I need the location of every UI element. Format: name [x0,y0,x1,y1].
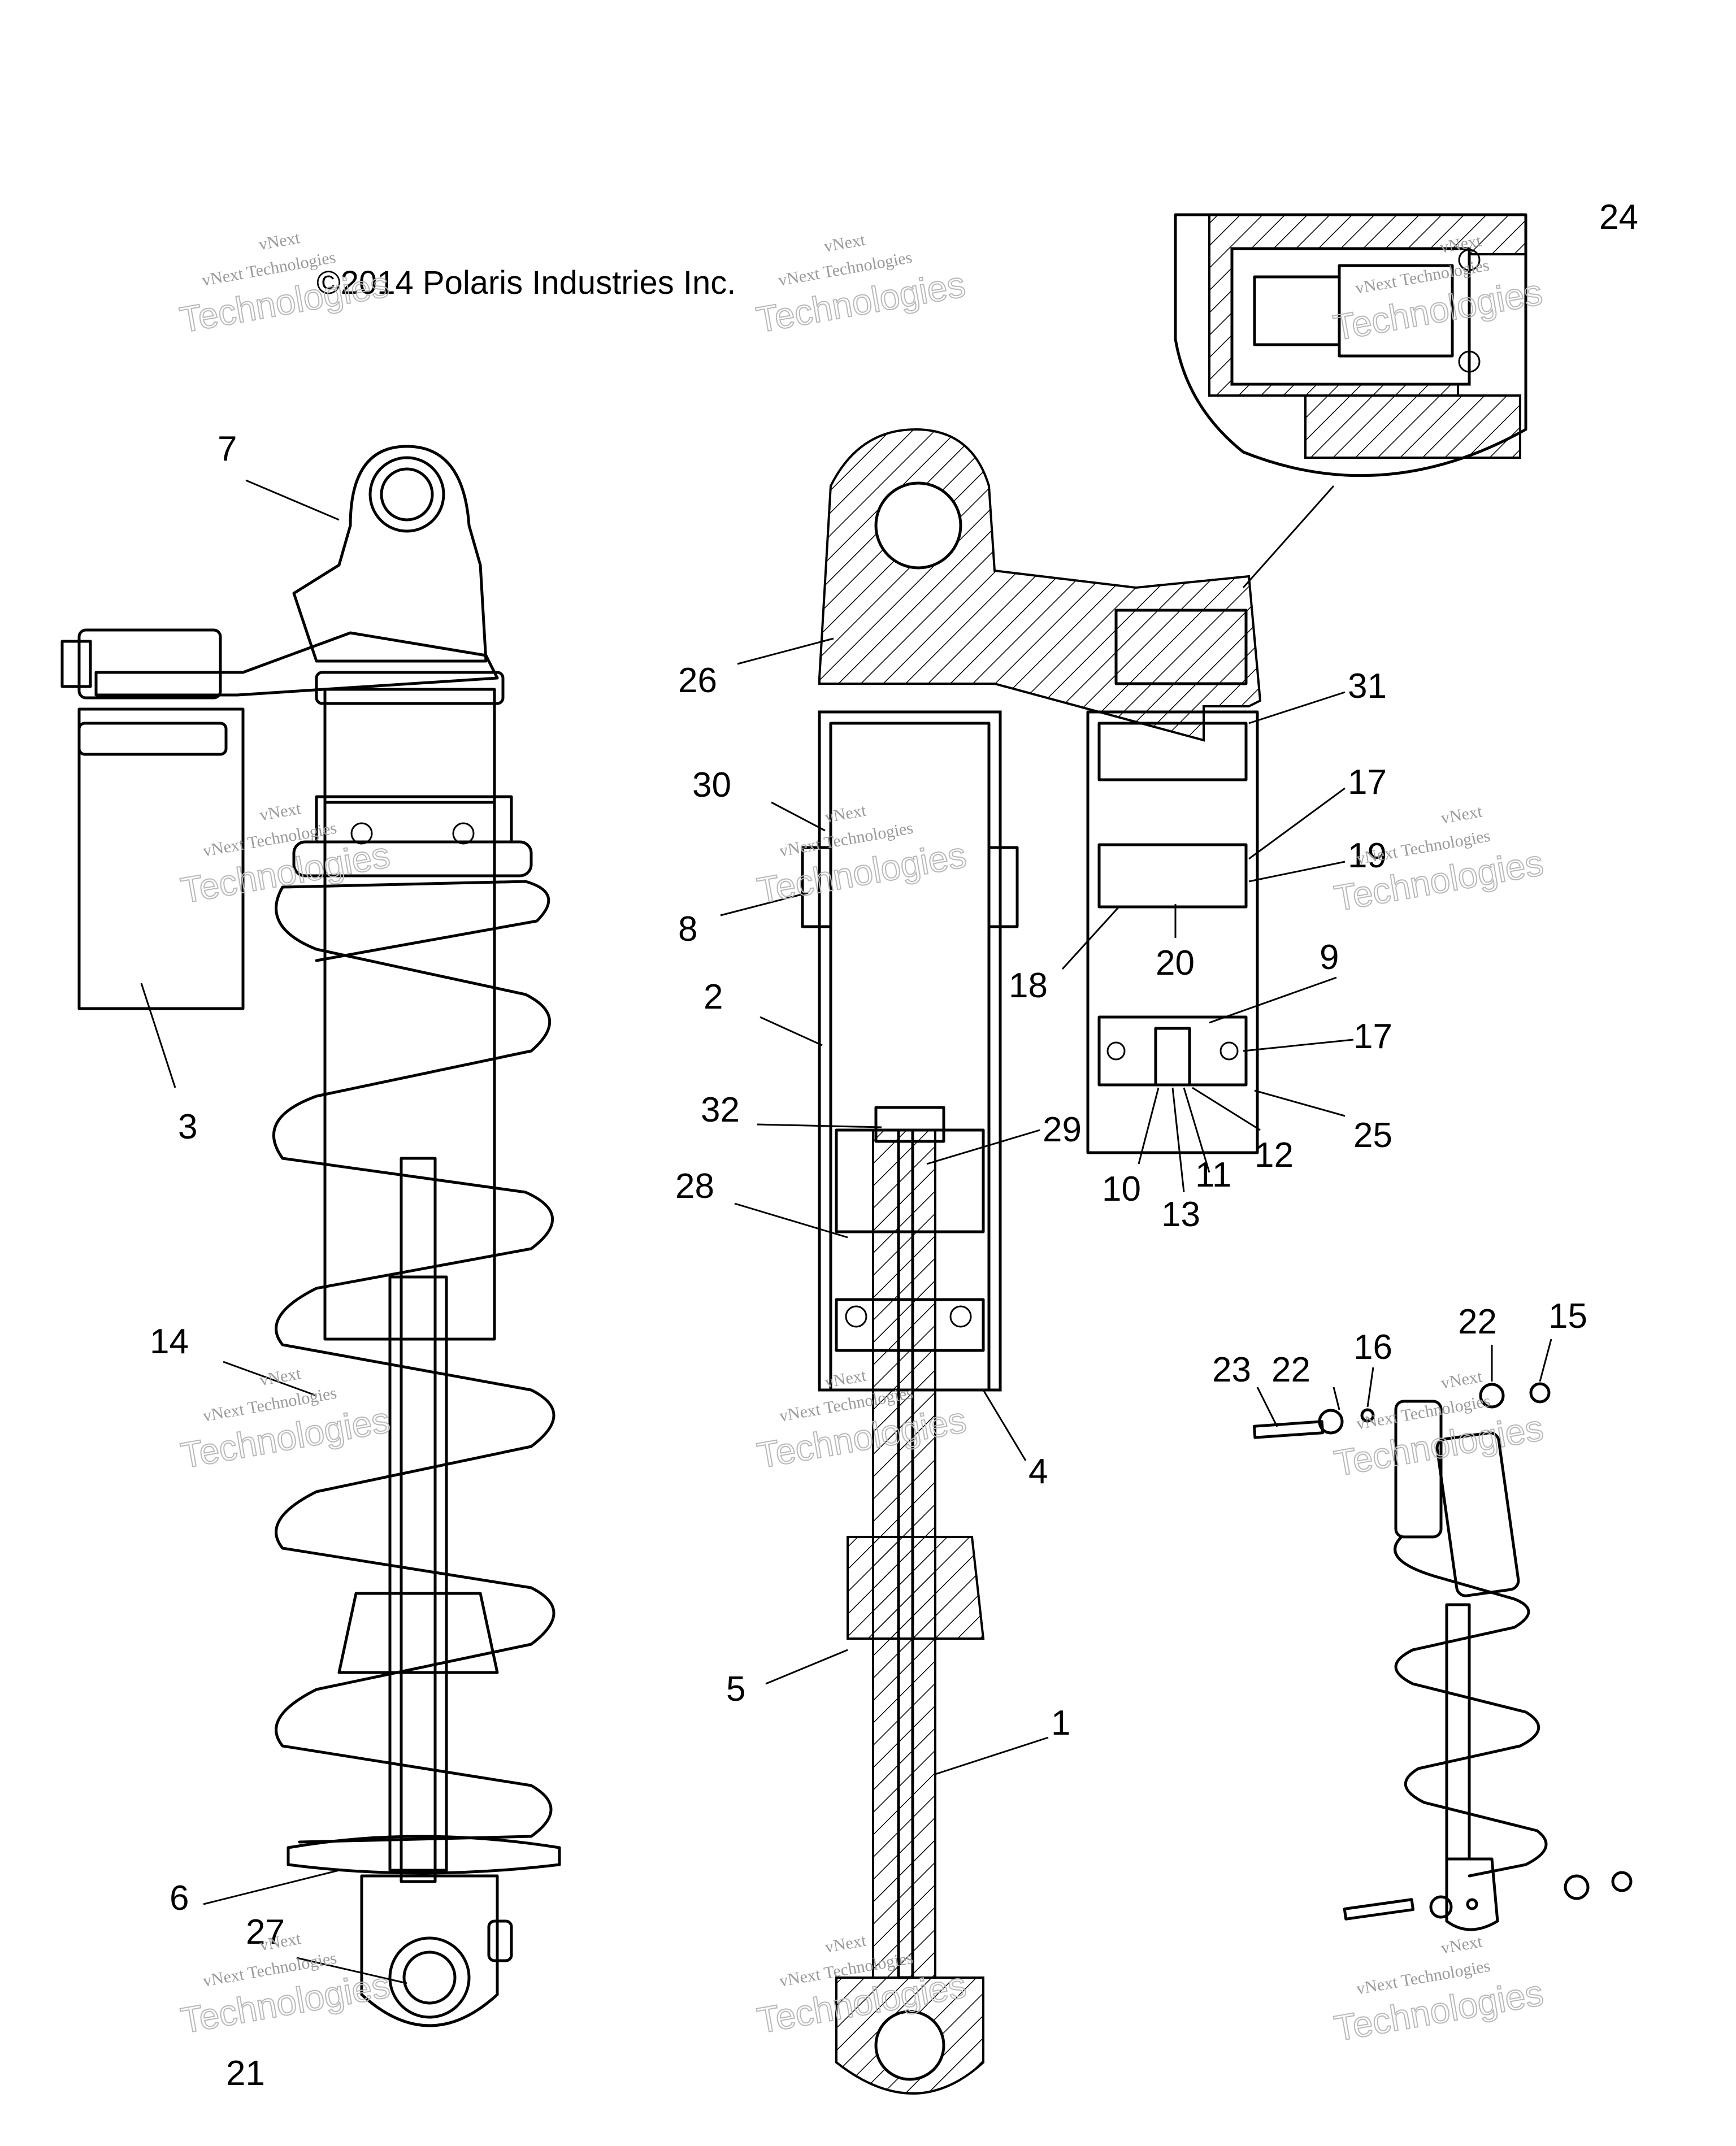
watermark-4: vNext vNext Technologies Technologies [177,799,393,911]
callout-9: 9 [1320,938,1339,977]
svg-text:vNext: vNext [823,231,867,256]
watermark-1: vNext vNext Technologies Technologies [176,228,392,341]
callout-26: 26 [678,661,717,700]
watermark-7: vNext vNext Technologies Technologies [177,1364,393,1476]
callout-8: 8 [678,910,697,949]
callout-7: 7 [218,429,237,468]
callout-16: 16 [1353,1328,1392,1367]
callout-3: 3 [178,1107,197,1146]
cutaway-shock [801,428,1335,2095]
callout-6: 6 [170,1879,189,1918]
watermark-2: vNext vNext Technologies Technologies [753,231,969,341]
svg-text:vNext: vNext [257,228,302,254]
assembled-shock [60,445,561,2027]
copyright-notice: ©2014 Polaris Industries Inc. [316,264,736,301]
leader-lines [140,479,1552,1984]
callout-31: 31 [1348,667,1387,706]
callouts: 7 3 14 6 27 21 26 30 8 2 32 29 28 4 5 1 … [150,198,1638,2093]
svg-text:vNext: vNext [1439,1932,1484,1957]
callout-27: 27 [246,1913,285,1952]
svg-text:vNext: vNext [1439,802,1484,827]
callout-12: 12 [1255,1136,1294,1175]
callout-30: 30 [692,766,731,805]
callout-20: 20 [1156,944,1195,983]
callout-13: 13 [1161,1195,1200,1234]
callout-2: 2 [704,978,723,1016]
watermark-9: vNext vNext Technologies Technologies [1331,1367,1547,1484]
svg-text:vNext: vNext [823,1931,868,1957]
callout-32: 32 [701,1091,740,1130]
watermark-12: vNext vNext Technologies Technologies [1331,1932,1547,2049]
small-shock-view [1252,1382,1633,1931]
callout-28: 28 [675,1167,714,1206]
callout-5: 5 [726,1670,745,1709]
callout-17-top: 17 [1348,763,1387,802]
callout-10: 10 [1102,1170,1141,1209]
valve-detail-inset [1174,213,1527,477]
watermark-6: vNext vNext Technologies Technologies [1331,802,1547,919]
callout-19: 19 [1348,836,1387,875]
callout-22-left: 22 [1271,1350,1310,1389]
svg-text:vNext: vNext [258,799,303,824]
callout-14: 14 [150,1322,189,1361]
callout-23: 23 [1212,1350,1251,1389]
callout-4: 4 [1028,1452,1048,1491]
callout-1: 1 [1051,1704,1070,1743]
callout-11: 11 [1195,1155,1231,1194]
svg-text:vNext: vNext [258,1364,303,1389]
callout-22-right: 22 [1458,1302,1497,1341]
callout-18: 18 [1009,966,1048,1005]
callout-21: 21 [226,2054,265,2093]
callout-25: 25 [1353,1116,1392,1155]
watermark-10: vNext vNext Technologies Technologies [177,1929,393,2041]
callout-29: 29 [1043,1110,1082,1149]
svg-text:vNext: vNext [1439,1367,1484,1392]
callout-24: 24 [1599,198,1638,237]
callout-15: 15 [1548,1297,1587,1336]
callout-17-bottom: 17 [1353,1017,1392,1056]
